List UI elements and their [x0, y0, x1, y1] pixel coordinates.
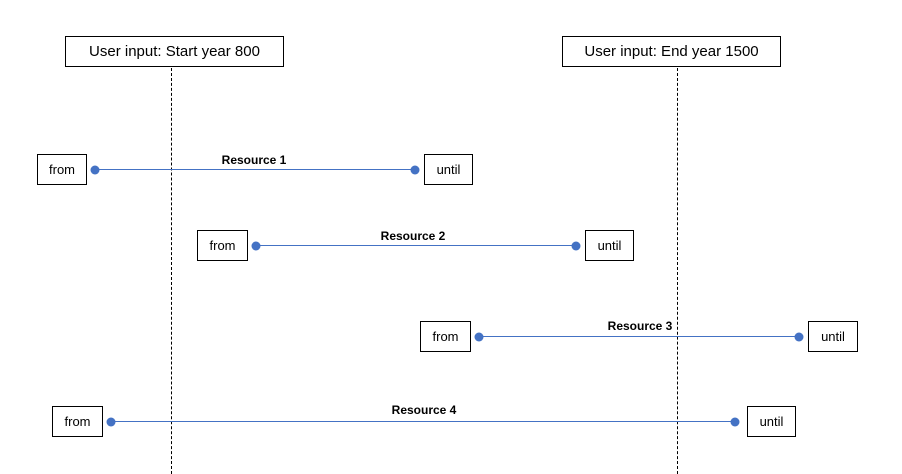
resource-4-from-box: from	[52, 406, 103, 437]
resource-1-from-box: from	[37, 154, 87, 185]
start-year-guide-line	[171, 68, 172, 474]
resource-2-from-box: from	[197, 230, 248, 261]
resource-3-until-box: until	[808, 321, 858, 352]
resource-3-start-dot	[474, 332, 484, 342]
resource-2-until-box: until	[585, 230, 634, 261]
resource-1-label: Resource 1	[221, 153, 287, 167]
start-year-marker: User input: Start year 800	[65, 36, 284, 67]
resource-2-timeline	[256, 245, 576, 246]
resource-4-label: Resource 4	[391, 403, 457, 417]
resource-4-until-box: until	[747, 406, 796, 437]
resource-4-timeline	[111, 421, 735, 422]
resource-2-start-dot	[251, 241, 261, 251]
end-year-marker: User input: End year 1500	[562, 36, 781, 67]
resource-3-label: Resource 3	[607, 319, 673, 333]
resource-1-until-box: until	[424, 154, 473, 185]
resource-3-timeline	[479, 336, 799, 337]
resource-1-start-dot	[90, 165, 100, 175]
resource-1-end-dot	[410, 165, 420, 175]
resource-1-timeline	[95, 169, 415, 170]
resource-4-start-dot	[106, 417, 116, 427]
resource-3-from-box: from	[420, 321, 471, 352]
resource-2-end-dot	[571, 241, 581, 251]
resource-4-end-dot	[730, 417, 740, 427]
resource-3-end-dot	[794, 332, 804, 342]
end-year-guide-line	[677, 68, 678, 474]
resource-2-label: Resource 2	[380, 229, 446, 243]
